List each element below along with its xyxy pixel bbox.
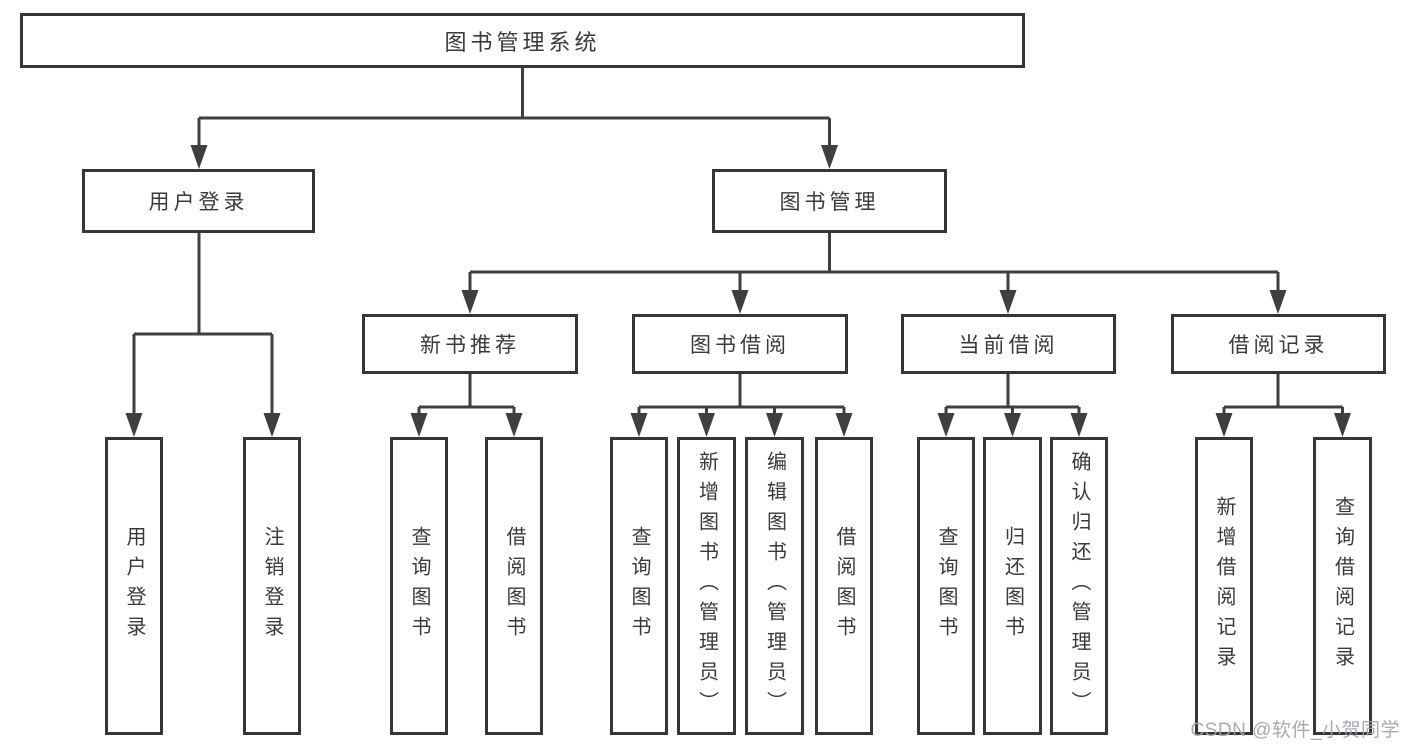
leaf-logout: 注销登录 (243, 437, 301, 735)
leaf-label: 查询图书 (408, 526, 430, 646)
node-label: 用户登录 (148, 191, 249, 214)
node-borrowing-records: 借阅记录 (1171, 314, 1386, 374)
csdn-watermark: CSDN @软件_小贺同学 (1190, 720, 1400, 741)
leaf-query-borrow-record: 查询借阅记录 (1313, 437, 1372, 735)
node-label: 图书管理 (779, 191, 880, 214)
node-label: 当前借阅 (958, 334, 1059, 357)
leaf-label: 查询借阅记录 (1331, 496, 1354, 676)
leaf-label: 新增图书（管理员） (695, 451, 718, 721)
node-new-book-recommendation: 新书推荐 (362, 314, 578, 374)
node-library-management-system: 图书管理系统 (20, 13, 1025, 68)
node-book-borrowing: 图书借阅 (632, 314, 848, 374)
leaf-return-books: 归还图书 (983, 437, 1042, 735)
leaf-user-login: 用户登录 (105, 437, 163, 735)
node-book-management: 图书管理 (712, 169, 947, 233)
leaf-label: 借阅图书 (503, 526, 525, 646)
node-label: 借阅记录 (1228, 334, 1329, 357)
leaf-label: 借阅图书 (833, 526, 855, 646)
leaf-label: 确认归还（管理员） (1068, 451, 1090, 721)
node-current-borrowing: 当前借阅 (901, 314, 1116, 374)
leaf-label: 查询图书 (628, 526, 650, 646)
leaf-label: 注销登录 (261, 526, 283, 646)
node-user-login: 用户登录 (82, 169, 315, 233)
leaf-label: 编辑图书（管理员） (763, 451, 786, 721)
leaf-borrow-books-borrowing: 借阅图书 (815, 437, 873, 735)
node-label: 新书推荐 (420, 334, 520, 357)
leaf-label: 归还图书 (1001, 526, 1024, 646)
leaf-label: 新增借阅记录 (1213, 496, 1235, 676)
leaf-label: 用户登录 (123, 526, 145, 646)
leaf-query-books-recommendation: 查询图书 (390, 437, 448, 735)
leaf-query-books-current: 查询图书 (917, 437, 975, 735)
leaf-add-borrow-record: 新增借阅记录 (1195, 437, 1253, 735)
leaf-label: 查询图书 (935, 526, 957, 646)
leaf-add-books-admin: 新增图书（管理员） (677, 437, 736, 735)
leaf-query-books-borrowing: 查询图书 (610, 437, 668, 735)
node-label: 图书借阅 (690, 334, 790, 357)
leaf-edit-books-admin: 编辑图书（管理员） (745, 437, 804, 735)
leaf-confirm-return-admin: 确认归还（管理员） (1050, 437, 1108, 735)
node-label: 图书管理系统 (444, 29, 601, 55)
leaf-borrow-books-recommendation: 借阅图书 (485, 437, 543, 735)
